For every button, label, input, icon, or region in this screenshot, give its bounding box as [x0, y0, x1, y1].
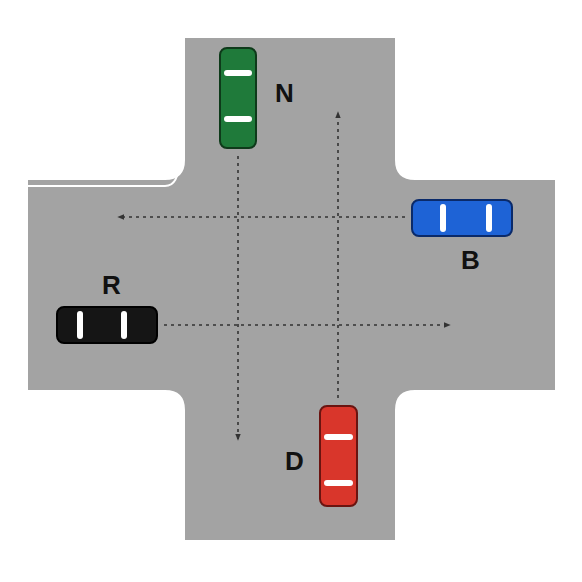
car-r [57, 307, 157, 343]
car-n [220, 48, 256, 148]
car-label: D [285, 448, 304, 474]
car-label: B [461, 247, 480, 273]
curb-line [28, 38, 555, 540]
path-n [237, 156, 239, 440]
car-label: R [102, 272, 121, 298]
path-b [118, 216, 405, 218]
path-r [164, 324, 450, 326]
car-b [412, 200, 512, 236]
car-d [320, 406, 357, 506]
car-label: N [275, 80, 294, 106]
path-d [337, 112, 339, 398]
road [28, 38, 555, 540]
